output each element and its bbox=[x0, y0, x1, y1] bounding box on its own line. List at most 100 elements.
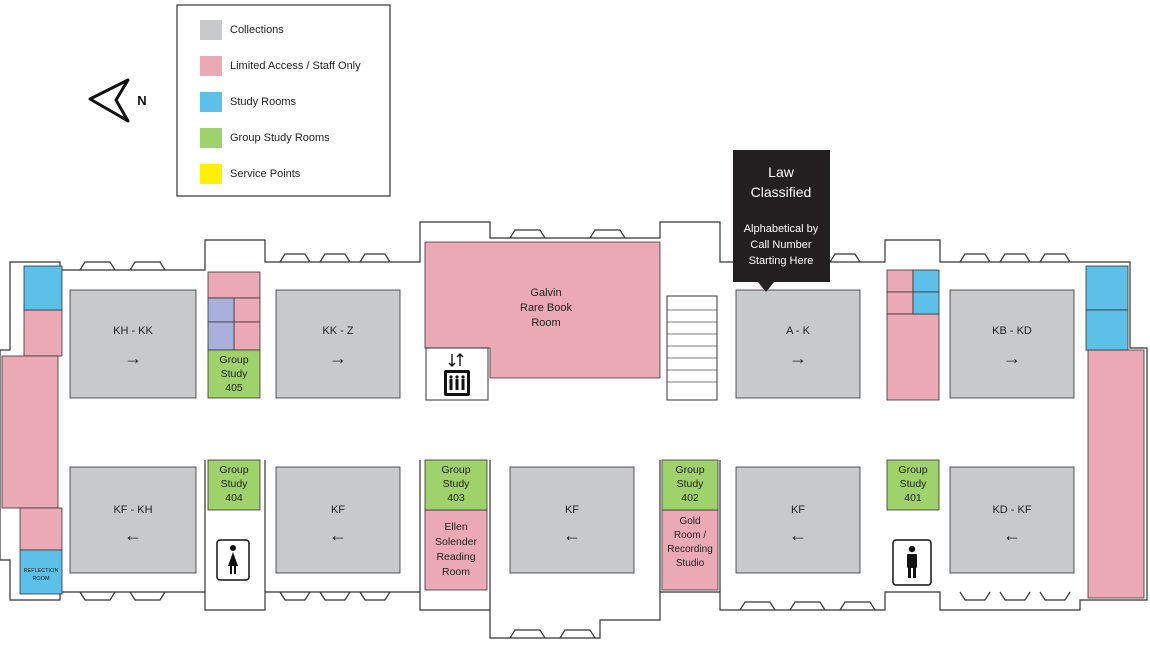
stack-top-3 bbox=[735, 289, 861, 399]
gold-label-4: Studio bbox=[676, 558, 705, 569]
limited-room-west-lower bbox=[19, 507, 63, 551]
stack-bottom-3-arrow: ← bbox=[563, 525, 581, 545]
stack-bottom-5-arrow: ← bbox=[1003, 525, 1021, 545]
limited-room-east-a bbox=[886, 269, 914, 293]
limited-room-east bbox=[1087, 349, 1145, 599]
group-study-403-label-2: Study bbox=[443, 478, 471, 490]
legend-label-limited-access: Limited Access / Staff Only bbox=[230, 60, 361, 72]
compass-label: N bbox=[137, 93, 146, 108]
legend-swatch-group-study bbox=[200, 128, 222, 148]
ellen-label-3: Reading bbox=[436, 551, 475, 563]
stack-bottom-3 bbox=[509, 466, 635, 574]
group-study-401-number: 401 bbox=[904, 492, 922, 504]
gold-label-2: Room / bbox=[674, 530, 706, 541]
stack-bottom-1 bbox=[69, 466, 197, 574]
group-study-402-label-1: Group bbox=[675, 464, 704, 476]
limited-room-405a bbox=[207, 271, 261, 299]
stack-bottom-5 bbox=[949, 466, 1075, 574]
group-study-404-label-2: Study bbox=[221, 478, 249, 490]
stack-bottom-2-arrow: ← bbox=[329, 525, 347, 545]
ellen-label-1: Ellen bbox=[444, 521, 468, 533]
legend-swatch-limited-access bbox=[200, 56, 222, 76]
limited-access-areas bbox=[1, 241, 1145, 599]
limited-room-east-b bbox=[886, 291, 914, 315]
study-room-east-a bbox=[912, 269, 940, 293]
building-outline bbox=[0, 221, 1148, 639]
reflection-room bbox=[19, 549, 63, 595]
stack-top-1 bbox=[69, 289, 197, 399]
group-study-403-label-1: Group bbox=[441, 464, 470, 476]
legend-label-study-rooms: Study Rooms bbox=[230, 96, 297, 108]
study-room-east-lower bbox=[1085, 309, 1129, 351]
gold-room-recording-studio bbox=[661, 509, 719, 591]
gold-label-3: Recording bbox=[667, 544, 713, 555]
ellen-label-2: Solender bbox=[435, 536, 478, 548]
group-study-402-number: 402 bbox=[681, 492, 699, 504]
stack-bottom-4-range: KF bbox=[791, 504, 805, 516]
group-study-401 bbox=[886, 459, 940, 511]
study-room-east-upper bbox=[1085, 265, 1129, 311]
group-study-404-label-1: Group bbox=[219, 464, 248, 476]
stack-top-2-arrow: → bbox=[329, 348, 347, 368]
collection-stacks: KH - KK → KK - Z → A - K → KB - KD → KF … bbox=[69, 289, 1075, 574]
stack-bottom-3-range: KF bbox=[565, 504, 579, 516]
ellen-label-4: Room bbox=[442, 566, 470, 578]
north-arrow-icon: N bbox=[88, 78, 147, 123]
galvin-label-3: Room bbox=[531, 317, 560, 329]
group-study-405-number: 405 bbox=[225, 382, 243, 394]
group-study-402-label-2: Study bbox=[677, 478, 705, 490]
stack-top-4 bbox=[949, 289, 1075, 399]
study-room-east-b bbox=[912, 291, 940, 315]
elevator-icon bbox=[425, 347, 489, 401]
group-study-405-label-1: Group bbox=[219, 354, 248, 366]
law-classified-callout: Law Classified Alphabetical by Call Numb… bbox=[733, 150, 830, 292]
reflection-room-label-1: REFLECTION bbox=[24, 568, 59, 574]
group-study-403 bbox=[424, 459, 488, 511]
womens-restroom-icon bbox=[216, 539, 250, 581]
stack-top-1-range: KH - KK bbox=[113, 325, 153, 337]
limited-room-405b bbox=[233, 297, 261, 323]
limited-room-405c bbox=[233, 321, 261, 351]
room-labels: Galvin Rare Book Room Ellen Solender Rea… bbox=[435, 287, 713, 578]
stack-top-3-arrow: → bbox=[789, 348, 807, 368]
legend-label-collections: Collections bbox=[230, 24, 284, 36]
galvin-label-1: Galvin bbox=[530, 287, 561, 299]
galvin-rare-book-room bbox=[424, 241, 661, 379]
stack-bottom-2-range: KF bbox=[331, 504, 345, 516]
mens-restroom-icon bbox=[892, 539, 932, 586]
study-room-405a bbox=[207, 297, 235, 323]
stack-top-3-range: A - K bbox=[786, 325, 811, 337]
group-study-402 bbox=[661, 459, 719, 511]
stack-top-1-arrow: → bbox=[124, 348, 142, 368]
stack-bottom-1-arrow: ← bbox=[124, 525, 142, 545]
legend-label-group-study: Group Study Rooms bbox=[230, 132, 330, 144]
stack-top-2-range: KK - Z bbox=[322, 325, 353, 337]
group-study-401-label-2: Study bbox=[900, 478, 928, 490]
callout-body-3: Starting Here bbox=[749, 255, 814, 267]
study-room-west bbox=[23, 265, 63, 311]
study-room-405b bbox=[207, 321, 235, 351]
stack-top-4-range: KB - KD bbox=[992, 325, 1032, 337]
legend: Collections Limited Access / Staff Only … bbox=[176, 4, 391, 197]
callout-title-2: Classified bbox=[751, 184, 812, 200]
reflection-room-label-2: ROOM bbox=[32, 576, 50, 582]
legend-swatch-service-points bbox=[200, 164, 222, 184]
callout-body-2: Call Number bbox=[750, 239, 811, 251]
stack-top-2 bbox=[275, 289, 401, 399]
stack-top-4-arrow: → bbox=[1003, 348, 1021, 368]
group-study-405-label-2: Study bbox=[221, 368, 249, 380]
limited-room-west bbox=[1, 355, 59, 509]
gold-label-1: Gold bbox=[679, 516, 700, 527]
stack-bottom-5-range: KD - KF bbox=[992, 504, 1031, 516]
callout-body-1: Alphabetical by bbox=[744, 223, 819, 235]
legend-swatch-collections bbox=[200, 20, 222, 40]
group-study-403-number: 403 bbox=[447, 492, 465, 504]
legend-swatch-study-rooms bbox=[200, 92, 222, 112]
galvin-label-2: Rare Book bbox=[520, 302, 572, 314]
ellen-solender-reading-room bbox=[424, 509, 488, 591]
study-rooms: REFLECTION ROOM bbox=[19, 265, 1129, 595]
group-study-404 bbox=[207, 459, 261, 511]
stack-bottom-4 bbox=[735, 466, 861, 574]
stack-bottom-1-range: KF - KH bbox=[113, 504, 152, 516]
